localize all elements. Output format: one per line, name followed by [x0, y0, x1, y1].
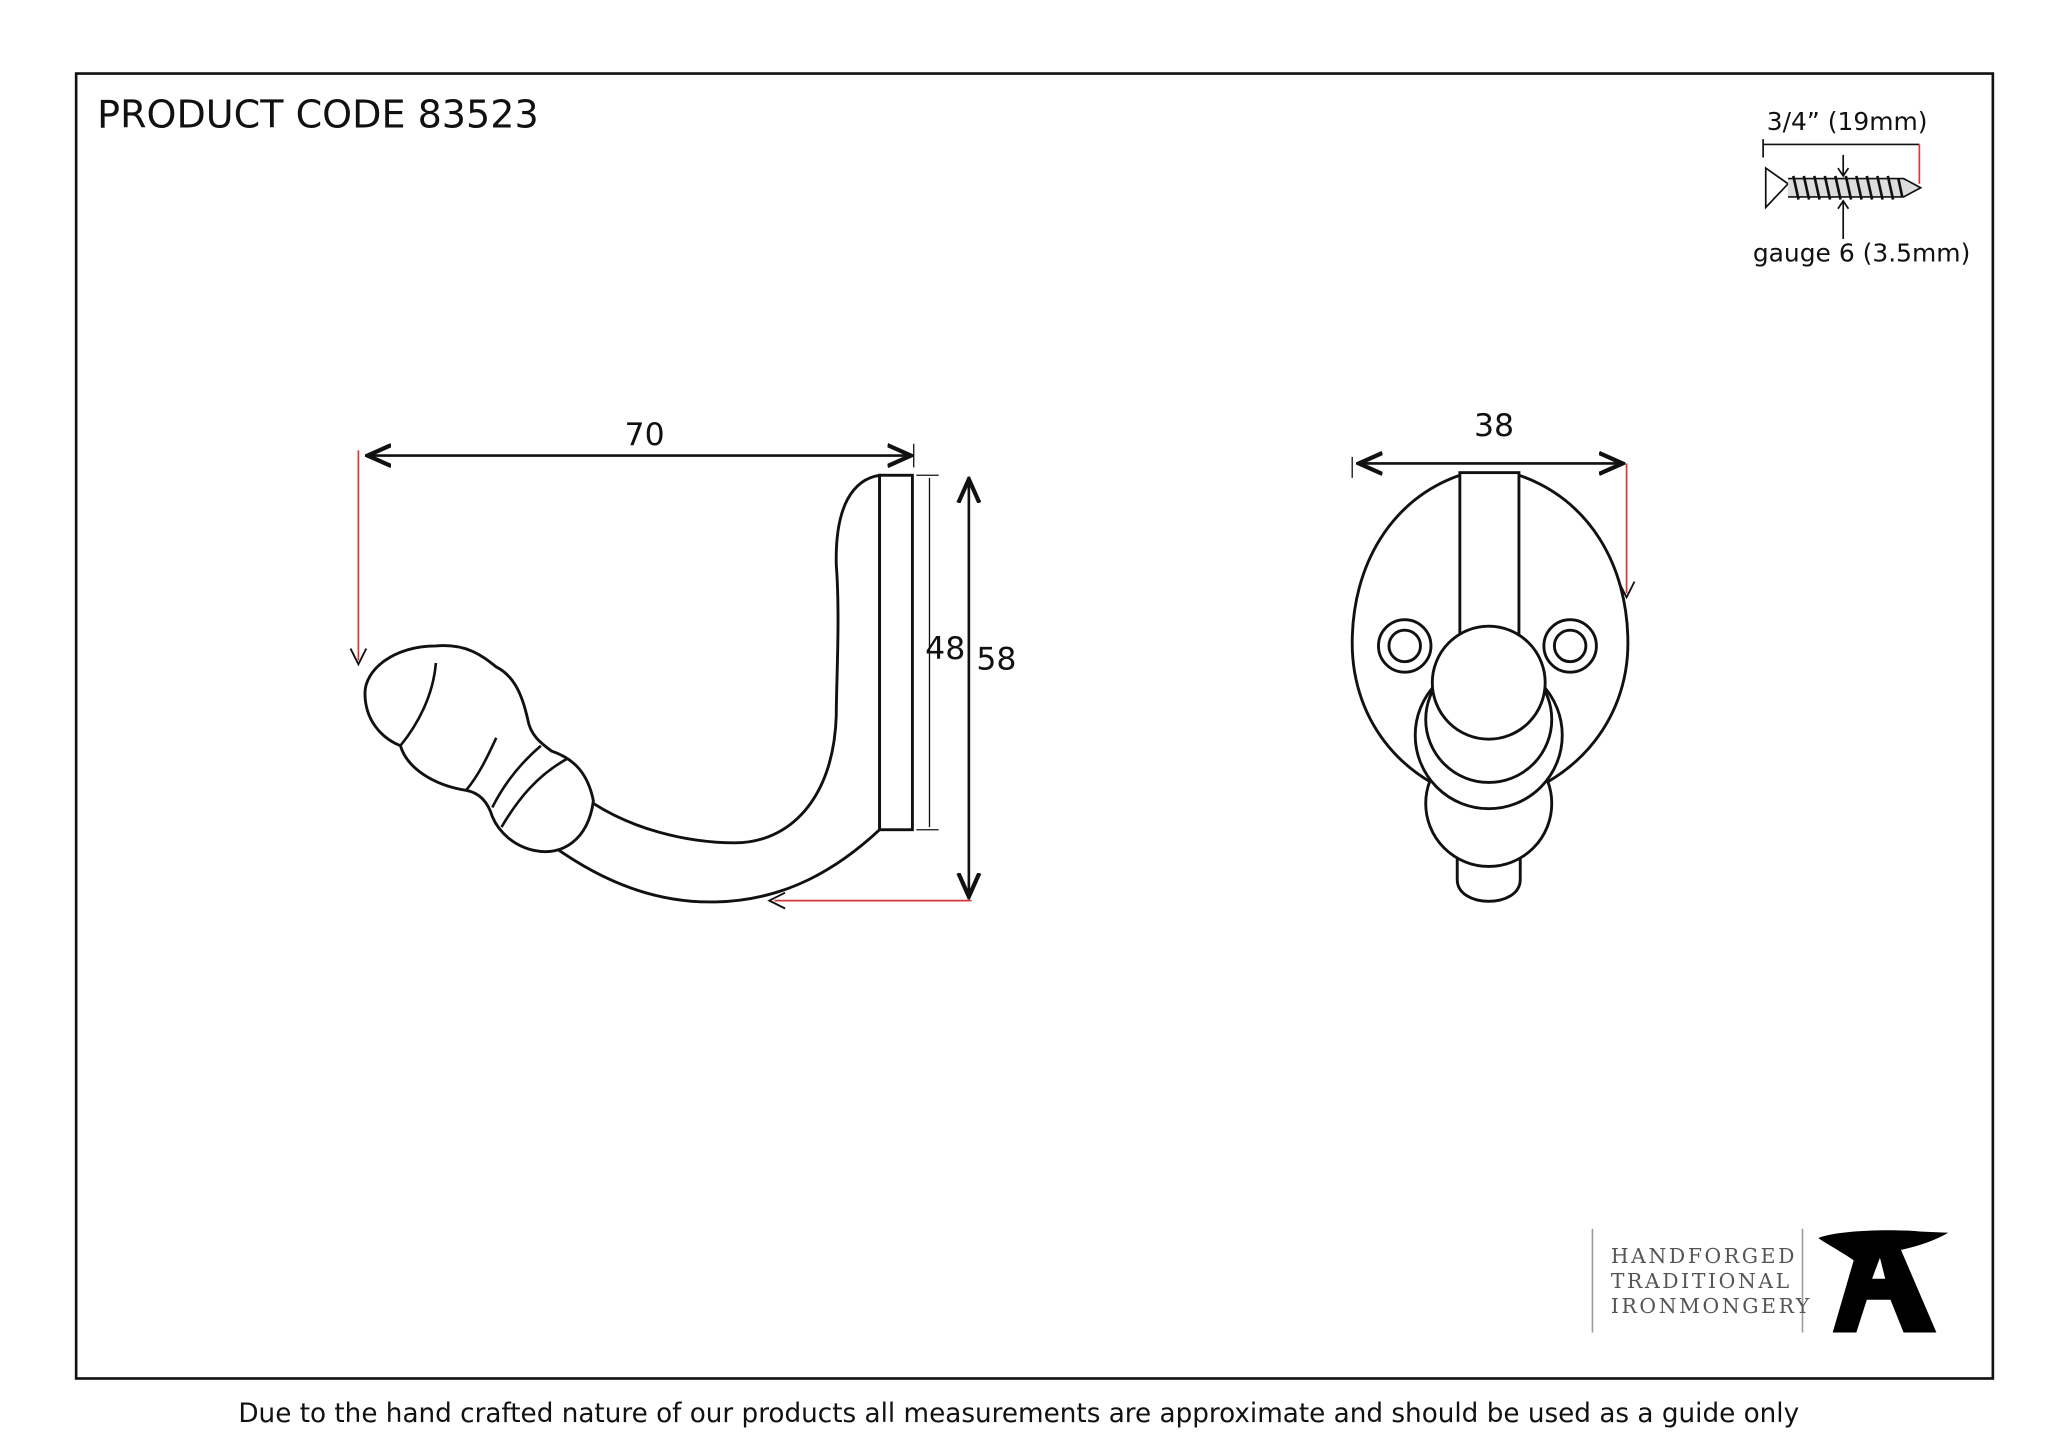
side-height-label: 58	[976, 642, 1016, 678]
screw-diagram: 3/4” (19mm) gauge 6 (3.5mm)	[1753, 107, 1971, 267]
hook-side-view: 70 48 58	[349, 417, 1016, 910]
side-width-label: 70	[625, 417, 665, 453]
drawing-border	[74, 72, 1995, 1380]
product-code: PRODUCT CODE 83523	[97, 92, 539, 136]
screw-length-label: 3/4” (19mm)	[1767, 107, 1928, 136]
logo-line-1: HANDFORGED	[1611, 1244, 1797, 1268]
logo-line-3: IRONMONGERY	[1611, 1294, 1812, 1318]
side-inner-height-label: 48	[925, 631, 965, 667]
logo-line-2: TRADITIONAL	[1611, 1269, 1792, 1293]
brand-logo: HANDFORGED TRADITIONAL IRONMONGERY	[1591, 1228, 1949, 1333]
front-width-label: 38	[1474, 408, 1514, 444]
disclaimer-footer: Due to the hand crafted nature of our pr…	[238, 1399, 1799, 1429]
anvil-icon	[1818, 1230, 1949, 1333]
hook-front-view: 38	[1350, 408, 1636, 903]
screw-gauge-label: gauge 6 (3.5mm)	[1753, 238, 1971, 267]
